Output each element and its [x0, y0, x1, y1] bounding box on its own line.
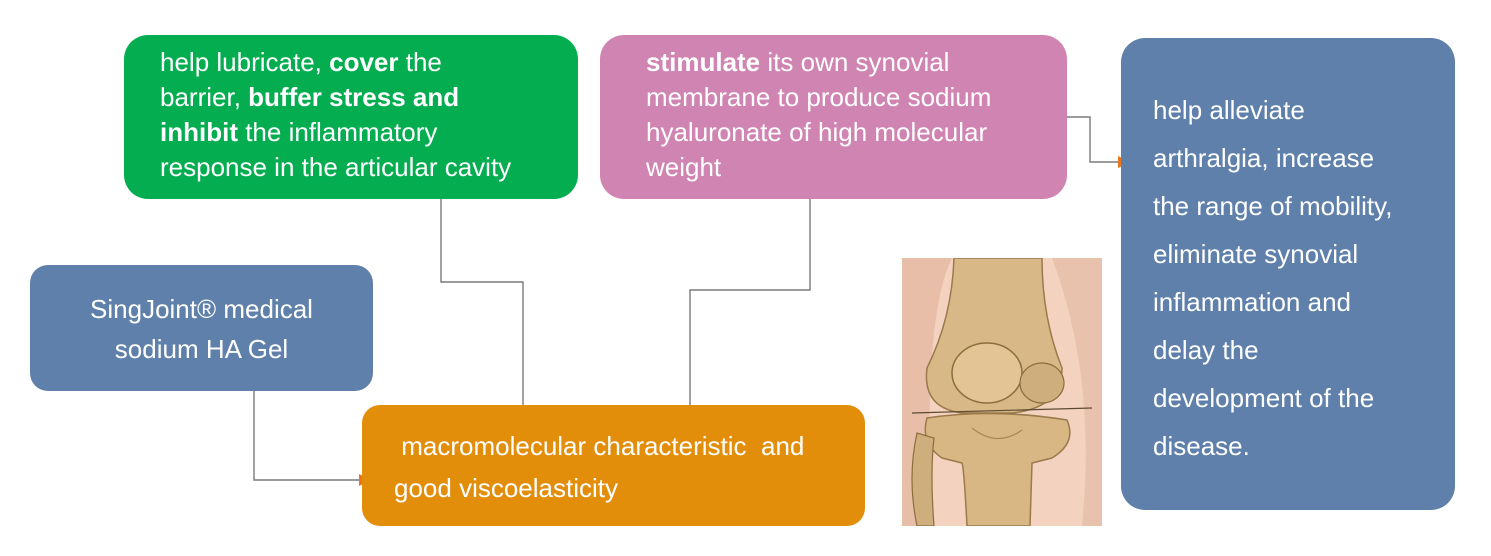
- text: inflammation and: [1153, 287, 1351, 317]
- text: sodium HA Gel: [114, 334, 289, 364]
- text: delay the: [1153, 335, 1259, 365]
- lubrication-effect-text: help lubricate, cover the barrier, buffe…: [160, 45, 570, 185]
- lubrication-effect-box: help lubricate, cover the barrier, buffe…: [124, 35, 578, 199]
- text: barrier,: [160, 82, 249, 112]
- outcome-text: help alleviate arthralgia, increase the …: [1153, 86, 1453, 470]
- text: membrane to produce sodium: [646, 82, 992, 112]
- text: the: [398, 47, 442, 77]
- text: development of the: [1153, 383, 1375, 413]
- text: response in the articular cavity: [160, 152, 512, 182]
- text: SingJoint® medical: [90, 294, 313, 324]
- characteristic-box: macromolecular characteristic and good v…: [362, 405, 865, 526]
- text: disease.: [1153, 431, 1250, 461]
- stimulation-effect-text: stimulate its own synovial membrane to p…: [646, 45, 1056, 185]
- bold-text: inhibit: [160, 117, 238, 147]
- text: help alleviate: [1153, 95, 1305, 125]
- bold-text: stimulate: [646, 47, 761, 77]
- text: eliminate synovial: [1153, 239, 1359, 269]
- product-text: SingJoint® medical sodium HA Gel: [30, 289, 373, 369]
- bold-text: buffer stress and: [248, 82, 460, 112]
- text: the inflammatory: [237, 117, 438, 147]
- text: arthralgia, increase: [1153, 143, 1375, 173]
- text: the range of mobility,: [1153, 191, 1393, 221]
- outcome-box: help alleviate arthralgia, increase the …: [1121, 38, 1455, 510]
- text: its own synovial: [760, 47, 950, 77]
- characteristic-text: macromolecular characteristic and good v…: [394, 425, 864, 509]
- text: weight: [646, 152, 722, 182]
- text: good viscoelasticity: [394, 473, 618, 503]
- text: macromolecular characteristic and: [394, 431, 805, 461]
- text: hyaluronate of high molecular: [646, 117, 988, 147]
- bold-text: cover: [329, 47, 399, 77]
- product-box: SingJoint® medical sodium HA Gel: [30, 265, 373, 391]
- knee-joint-illustration: [902, 258, 1102, 526]
- stimulation-effect-box: stimulate its own synovial membrane to p…: [600, 35, 1067, 199]
- text: help lubricate,: [160, 47, 330, 77]
